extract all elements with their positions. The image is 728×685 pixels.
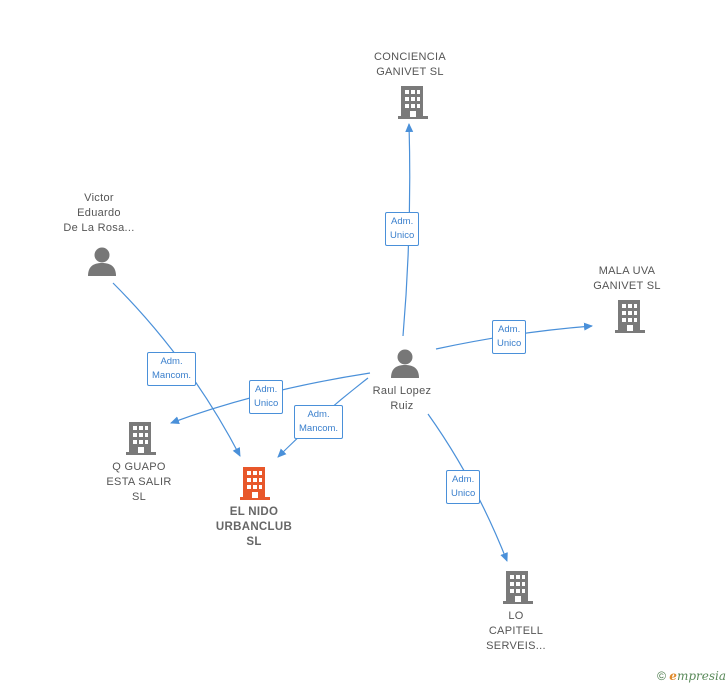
- edge-label-raul-lo-capitell[interactable]: Adm. Unico: [446, 470, 481, 504]
- empresia-watermark: © empresia: [657, 669, 726, 683]
- building-icon: [240, 467, 270, 500]
- brand-initial: e: [669, 669, 677, 683]
- person-icon: [88, 247, 116, 276]
- brand-name: mpresia: [676, 669, 726, 683]
- building-icon: [126, 422, 156, 455]
- node-label: CONCIENCIA GANIVET SL: [373, 51, 447, 78]
- node-label: EL NIDO URBANCLUB SL: [215, 506, 293, 548]
- node-label: MALA UVA GANIVET SL: [593, 265, 661, 292]
- node-label: Q GUAPO ESTA SALIR SL: [106, 461, 172, 503]
- building-icon: [503, 571, 533, 604]
- person-icon: [391, 349, 419, 378]
- building-icon: [615, 300, 645, 333]
- edge-label-raul-el-nido[interactable]: Adm. Mancom.: [294, 405, 344, 439]
- edge-label-raul-q-guapo[interactable]: Adm. Unico: [249, 380, 284, 414]
- building-icon: [398, 86, 428, 119]
- edge-label-raul-mala-uva[interactable]: Adm. Unico: [492, 320, 527, 354]
- node-label: LO CAPITELL SERVEIS...: [486, 610, 546, 652]
- edge-label-victor-el-nido[interactable]: Adm. Mancom.: [147, 352, 197, 386]
- node-label: Victor Eduardo De La Rosa...: [63, 192, 135, 234]
- copyright-symbol: ©: [657, 669, 666, 683]
- node-label: Raul Lopez Ruiz: [372, 385, 432, 412]
- edge-label-raul-conciencia[interactable]: Adm. Unico: [385, 212, 420, 246]
